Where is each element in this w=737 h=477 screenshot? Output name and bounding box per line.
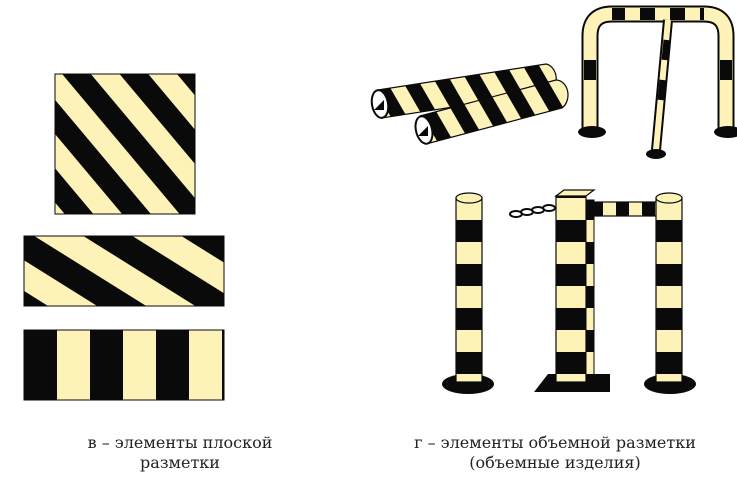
square-post-with-arm xyxy=(534,190,656,392)
flat-marking-caption: в – элементы плоской разметки xyxy=(30,433,330,473)
volumetric-caption-line-2: (объемные изделия) xyxy=(385,453,725,473)
u-shaped-barrier xyxy=(578,8,737,159)
vertical-stripe-panel xyxy=(24,330,224,400)
round-post-right xyxy=(644,193,696,394)
diagonal-stripe-square xyxy=(55,74,195,214)
round-post-left xyxy=(442,193,494,394)
diagonal-stripe-panel xyxy=(24,236,224,306)
flat-caption-line-1: в – элементы плоской xyxy=(30,433,330,453)
flat-caption-line-2: разметки xyxy=(30,453,330,473)
volumetric-caption-line-1: г – элементы объемной разметки xyxy=(385,433,725,453)
volumetric-marking-caption: г – элементы объемной разметки (объемные… xyxy=(385,433,725,473)
chain xyxy=(510,205,555,217)
